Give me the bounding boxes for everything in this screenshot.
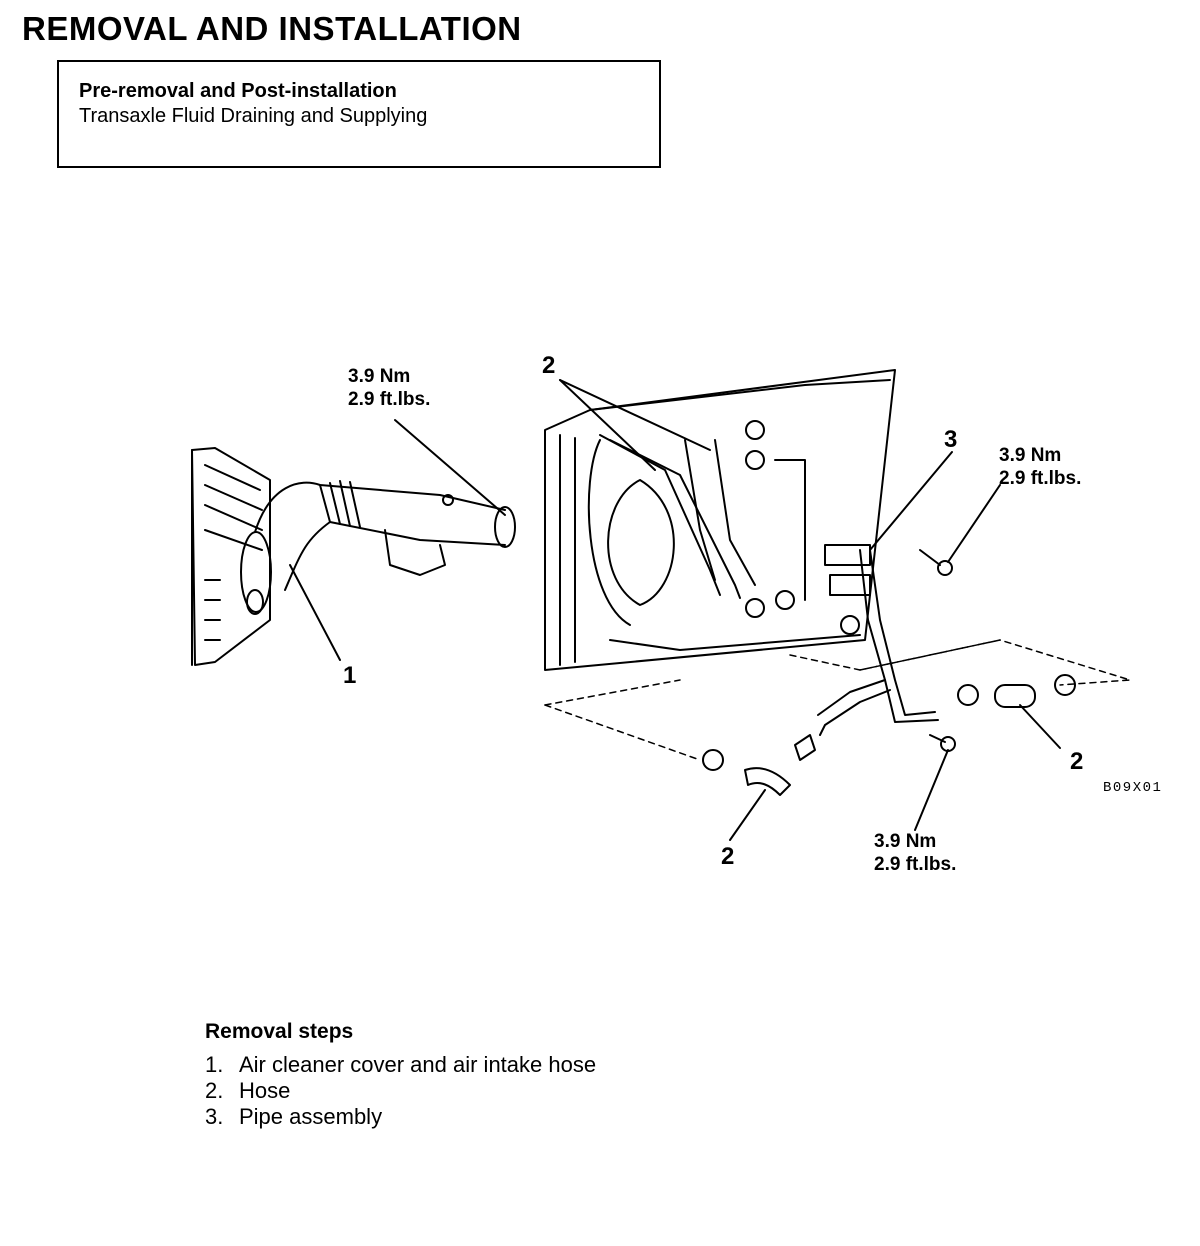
lower-hoses-clamps: [702, 549, 1076, 796]
air-cleaner-cover: [191, 447, 272, 666]
removal-steps: Removal steps 1. Air cleaner cover and a…: [205, 1020, 635, 1130]
step-number: 2.: [205, 1078, 224, 1103]
guide-lines: [544, 639, 1131, 761]
torque-lower-nm: 3.9 Nm: [874, 831, 937, 852]
torque-intake-ftlbs: 2.9 ft.lbs.: [348, 389, 431, 410]
pre-removal-item: Transaxle Fluid Draining and Supplying: [79, 105, 428, 127]
step-item: 1. Air cleaner cover and air intake hose: [205, 1052, 635, 1078]
pre-removal-heading: Pre-removal and Post-installation: [79, 80, 397, 102]
callout-pipe: 3: [944, 426, 958, 453]
figure-id: B09X01: [1103, 780, 1163, 796]
torque-intake-nm: 3.9 Nm: [348, 366, 411, 387]
pre-removal-box: Pre-removal and Post-installation Transa…: [57, 60, 661, 168]
callout-hose-bottom: 2: [721, 843, 735, 870]
radiator-assembly: [544, 369, 896, 671]
torque-intake: 3.9 Nm 2.9 ft.lbs.: [348, 365, 430, 411]
torque-lower-ftlbs: 2.9 ft.lbs.: [874, 854, 957, 875]
step-item: 2. Hose: [205, 1078, 635, 1104]
torque-lower: 3.9 Nm 2.9 ft.lbs.: [874, 830, 956, 876]
callout-hose-top: 2: [542, 352, 556, 379]
torque-upper-right-nm: 3.9 Nm: [999, 445, 1062, 466]
torque-upper-right-ftlbs: 2.9 ft.lbs.: [999, 468, 1082, 489]
callout-part1: 1: [343, 662, 357, 689]
exploded-diagram: 3.9 Nm 2.9 ft.lbs. 2 3 3.9 Nm 2.9 ft.lbs…: [0, 340, 1200, 900]
pipe-assembly: [817, 549, 939, 736]
air-intake-hose: [254, 480, 516, 591]
callout-hose-right: 2: [1070, 748, 1084, 775]
step-text: Pipe assembly: [239, 1104, 383, 1129]
step-text: Air cleaner cover and air intake hose: [239, 1052, 597, 1077]
removal-steps-heading: Removal steps: [205, 1020, 354, 1043]
step-item: 3. Pipe assembly: [205, 1104, 635, 1130]
step-number: 3.: [205, 1104, 224, 1129]
page-title: REMOVAL AND INSTALLATION: [22, 10, 522, 47]
step-number: 1.: [205, 1052, 224, 1077]
torque-upper-right: 3.9 Nm 2.9 ft.lbs.: [999, 444, 1081, 490]
leader-lines: [289, 379, 1061, 841]
step-text: Hose: [239, 1078, 291, 1103]
diagram-drawing: [191, 369, 1131, 841]
